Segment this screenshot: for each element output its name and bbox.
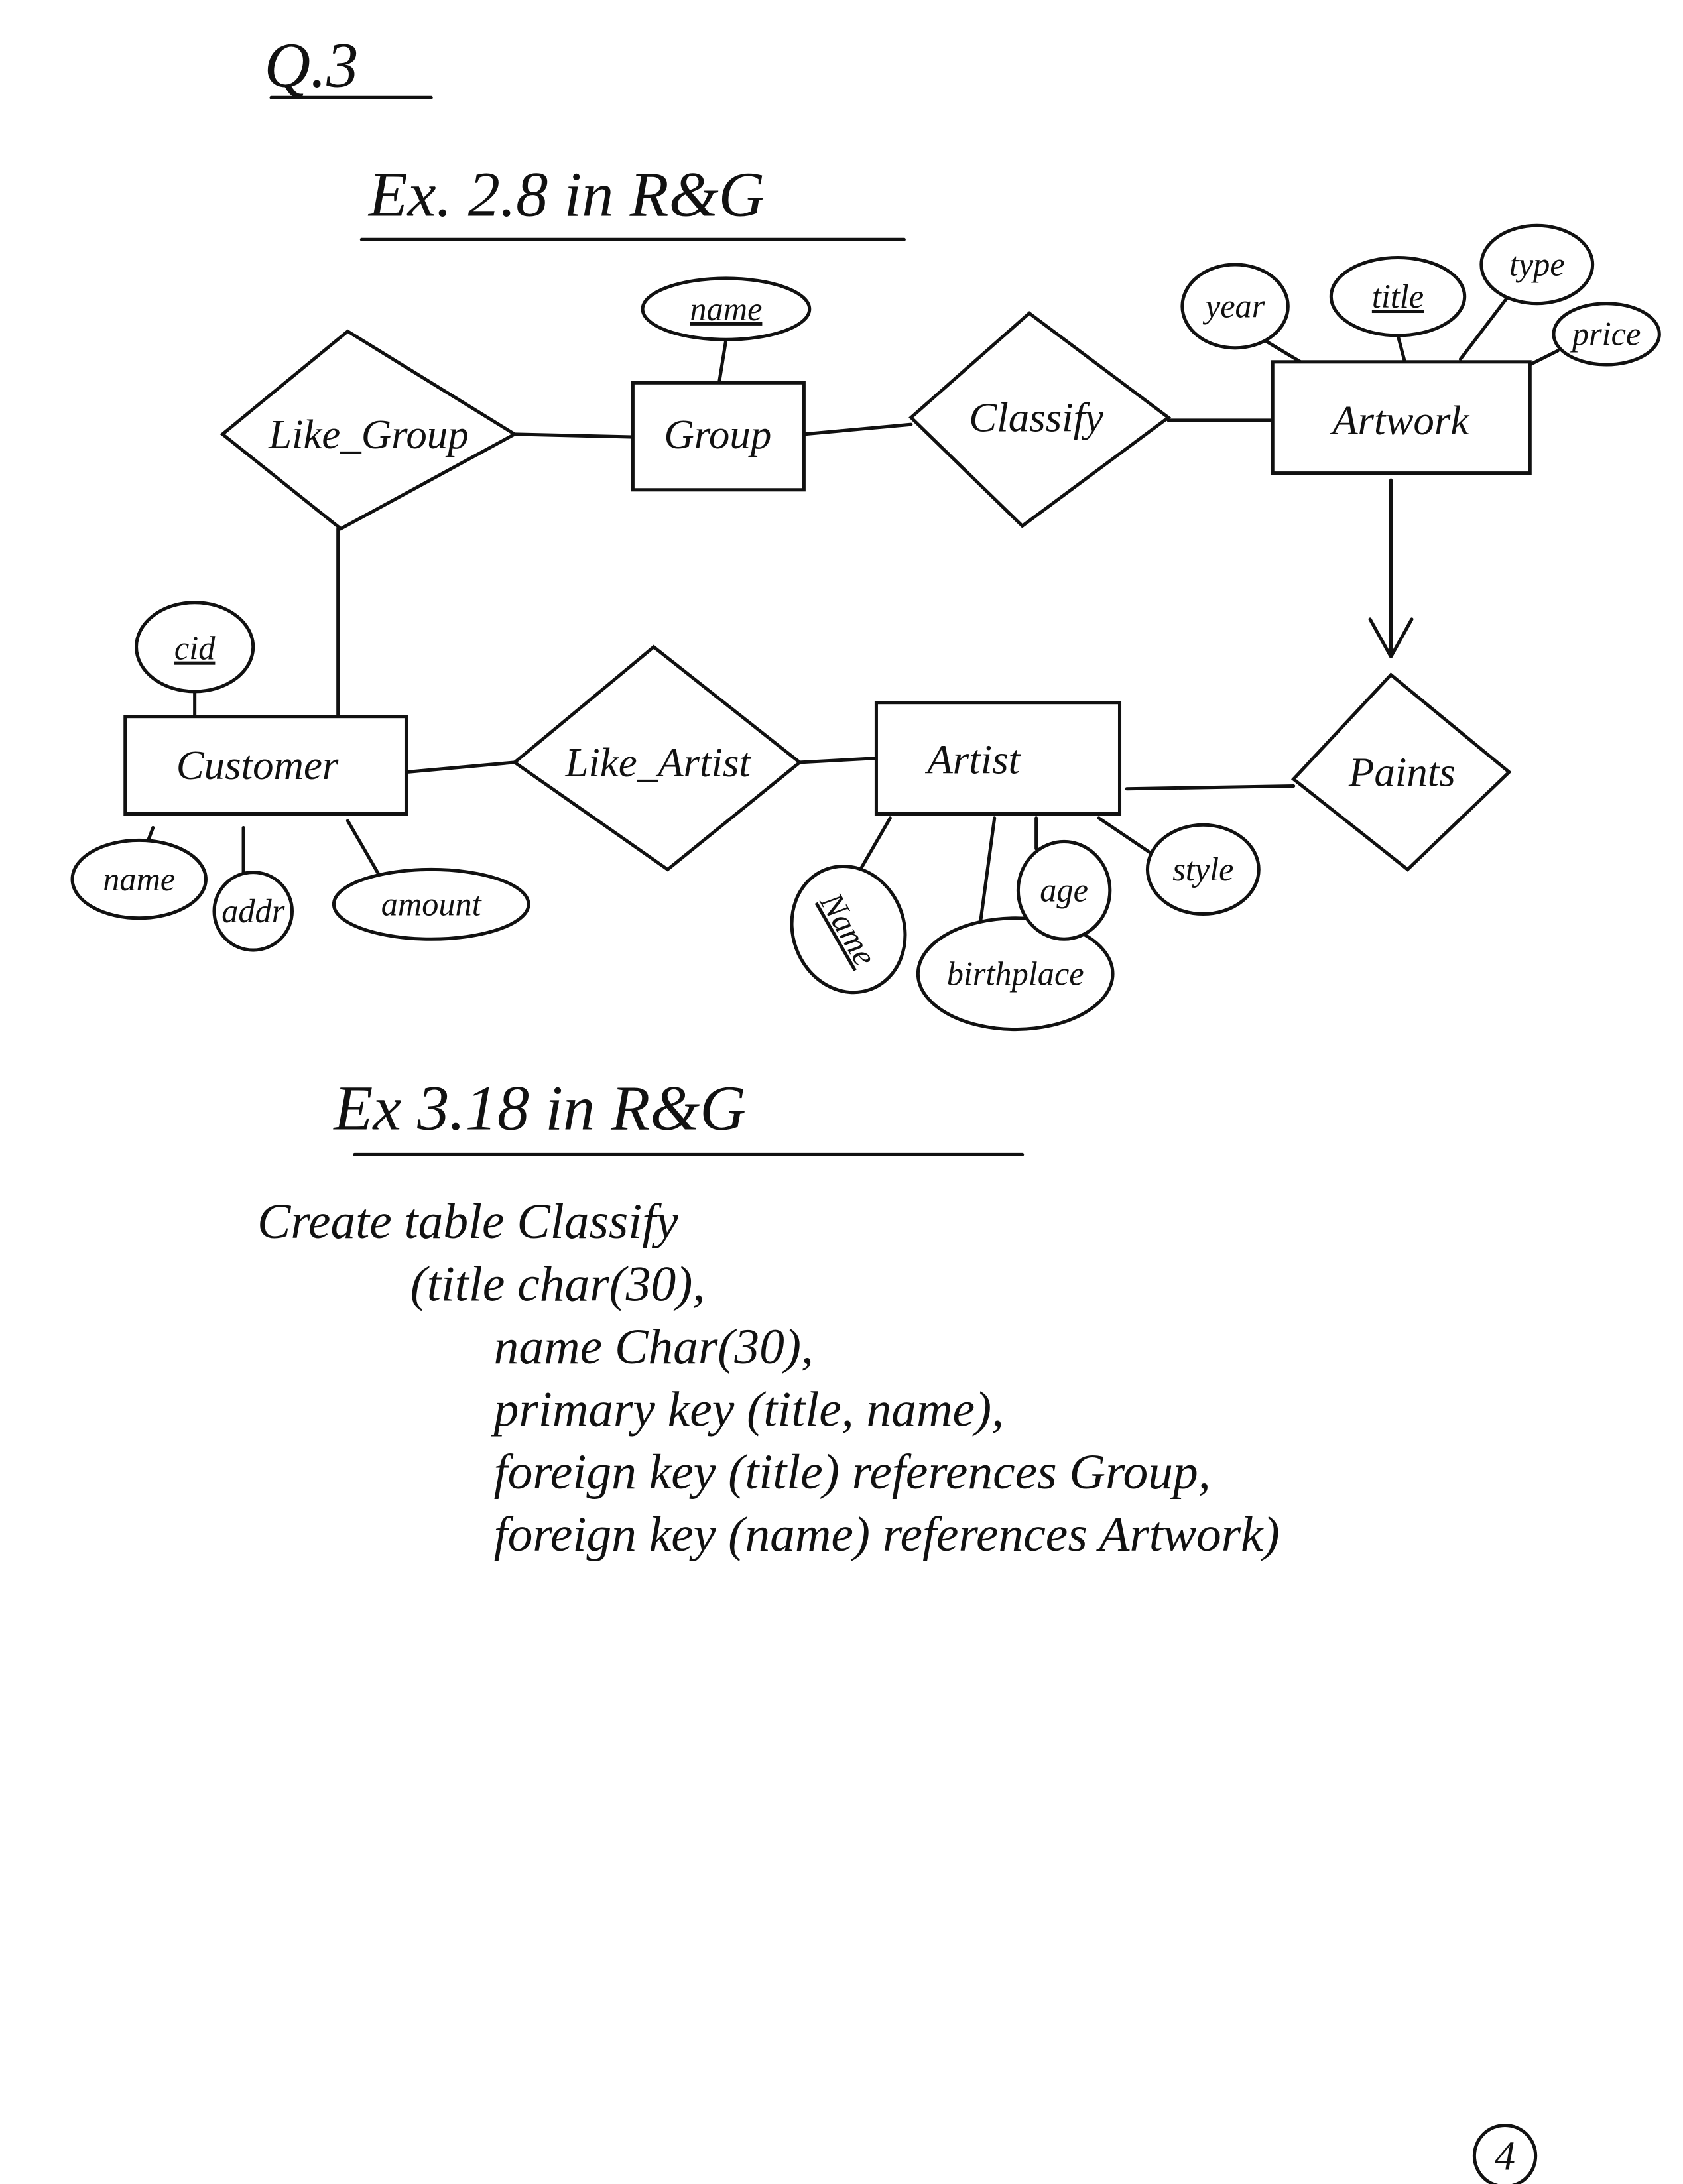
svg-text:name: name	[103, 861, 175, 898]
svg-text:addr: addr	[221, 892, 284, 930]
relationship-paints: Paints	[1290, 672, 1512, 872]
sql-line: name Char(30),	[494, 1319, 814, 1374]
attribute-customer-cid: cid	[135, 601, 255, 694]
svg-text:title: title	[1372, 278, 1424, 315]
relationship-classify: Classify	[908, 311, 1172, 528]
entity-customer: Customer	[123, 715, 408, 816]
sql-line: foreign key (title) references Group,	[494, 1445, 1211, 1500]
svg-text:type: type	[1509, 246, 1565, 283]
entity-artist: Artist	[874, 701, 1122, 816]
attribute-artist-birthplace: birthplace	[916, 916, 1115, 1032]
attribute-artwork-price: price	[1552, 302, 1661, 367]
sql-line: Create table Classify	[257, 1194, 678, 1249]
attribute-artist-name: Name	[790, 864, 907, 995]
svg-text:age: age	[1040, 872, 1088, 909]
sql-line: primary key (title, name),	[491, 1382, 1004, 1437]
entity-group-label: Group	[664, 411, 771, 457]
entity-artwork: Artwork	[1271, 360, 1532, 475]
page-number: 4	[1472, 2123, 1538, 2184]
relationship-like-group: Like_Group	[219, 329, 519, 531]
section2-heading: Ex 3.18 in R&G	[332, 1073, 746, 1144]
svg-text:name: name	[690, 290, 762, 328]
attribute-artwork-title: title	[1329, 255, 1467, 337]
connector-lines	[144, 293, 1560, 923]
svg-text:style: style	[1172, 851, 1233, 888]
relationship-classify-label: Classify	[969, 394, 1103, 441]
svg-text:amount: amount	[381, 886, 482, 923]
sql-create-table: Create table Classify (title char(30), n…	[257, 1194, 1280, 1562]
svg-text:price: price	[1570, 316, 1641, 353]
sql-line: foreign key (name) references Artwork)	[494, 1507, 1280, 1562]
attribute-artwork-type: type	[1479, 223, 1595, 306]
entity-artwork-label: Artwork	[1330, 397, 1469, 444]
attribute-group-name: name	[641, 276, 812, 341]
svg-text:4: 4	[1495, 2133, 1515, 2179]
svg-text:birthplace: birthplace	[947, 955, 1084, 992]
relationship-like-group-label: Like_Group	[268, 411, 469, 457]
attribute-artwork-year: year	[1180, 263, 1290, 350]
attribute-customer-name: name	[70, 838, 208, 920]
entity-customer-label: Customer	[176, 742, 339, 788]
svg-text:year: year	[1202, 288, 1265, 325]
relationship-paints-label: Paints	[1348, 749, 1456, 796]
attribute-artist-age: age	[1016, 839, 1112, 941]
attribute-artist-style: style	[1145, 823, 1261, 916]
entity-group: Group	[631, 381, 806, 492]
relationship-like-artist-label: Like_Artist	[564, 739, 751, 786]
svg-text:cid: cid	[174, 630, 216, 667]
attribute-customer-amount: amount	[332, 867, 530, 941]
attribute-customer-addr: addr	[212, 871, 294, 952]
question-label: Q.3	[265, 29, 359, 100]
relationship-like-artist: Like_Artist	[511, 644, 803, 872]
entity-artist-label: Artist	[924, 737, 1021, 783]
section1-heading: Ex. 2.8 in R&G	[367, 159, 765, 230]
sql-line: (title char(30),	[410, 1257, 705, 1312]
